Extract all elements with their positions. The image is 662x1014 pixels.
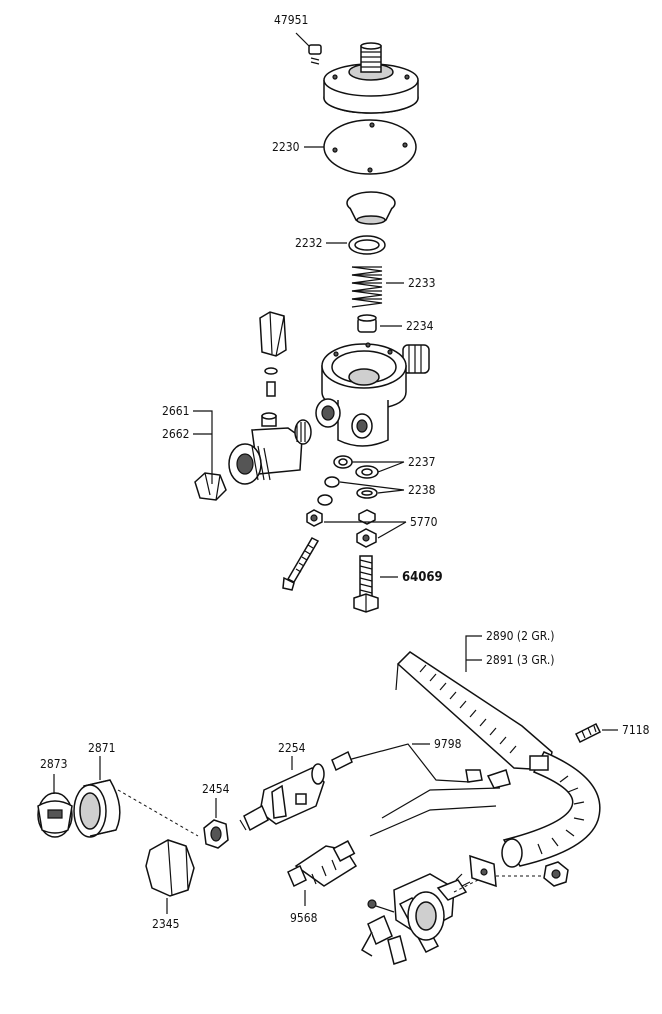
part-9798-tube [331,743,483,783]
label-9798: 9798 [434,737,462,751]
label-2232: 2232 [295,236,322,250]
label-2662: 2662 [162,427,189,441]
part-burner-bracket [469,854,569,888]
part-9568-pilot [287,840,358,888]
label-9568: 9568 [290,911,318,925]
leader-2237 [352,461,405,473]
part-2234-cap [357,314,377,333]
part-diaphragm [346,191,396,225]
part-pilot-lines [369,769,511,837]
part-2232-ring [348,235,386,255]
dash-2871-2345 [117,789,199,837]
label-2891: 2891 (3 GR.) [486,653,554,667]
label-2454: 2454 [202,782,230,796]
part-2233-spring [351,266,383,308]
part-2254-valve [239,763,325,832]
label-2661: 2661 [162,404,189,418]
part-2238-rings [317,476,378,506]
part-2345-knob [145,839,195,897]
part-2237-washers [333,455,379,479]
label-2254: 2254 [278,741,306,755]
label-5770: 5770 [410,515,438,529]
part-7118-fitting [574,722,602,744]
label-2233: 2233 [408,276,435,290]
leader-2238 [339,481,405,494]
leader-2890-2891 [465,635,482,672]
leader-2661-2662 [193,410,213,484]
dash-pilot-burner [453,879,479,893]
part-47951-screw [308,44,322,65]
part-2454-nut [203,819,229,849]
label-2238: 2238 [408,483,436,497]
part-2871-bezel [73,779,121,838]
label-2234: 2234 [406,319,434,333]
label-47951: 47951 [274,13,308,27]
part-5770-nuts [306,509,377,548]
part-2873-cap [37,792,73,838]
leader-47951 [295,32,310,47]
label-2230: 2230 [272,140,300,154]
label-2345: 2345 [152,917,179,931]
label-64069: 64069 [402,570,443,585]
part-64069-bolt [353,555,379,613]
part-2890-2891-burner [395,651,601,868]
part-top-cover [323,42,419,114]
part-lower-regulator [360,873,471,965]
part-2661-2662-fitting [194,412,312,501]
part-fitting-nut-upper [259,311,287,397]
label-2237: 2237 [408,455,435,469]
leader-5770 [324,521,407,539]
label-7118: 7118 [622,723,650,737]
label-2890: 2890 (2 GR.) [486,629,554,643]
label-2871: 2871 [88,741,115,755]
part-2230-gasket [323,119,417,175]
label-2873: 2873 [40,757,67,771]
part-regulator-body [315,342,430,447]
part-screw-left [282,537,320,591]
